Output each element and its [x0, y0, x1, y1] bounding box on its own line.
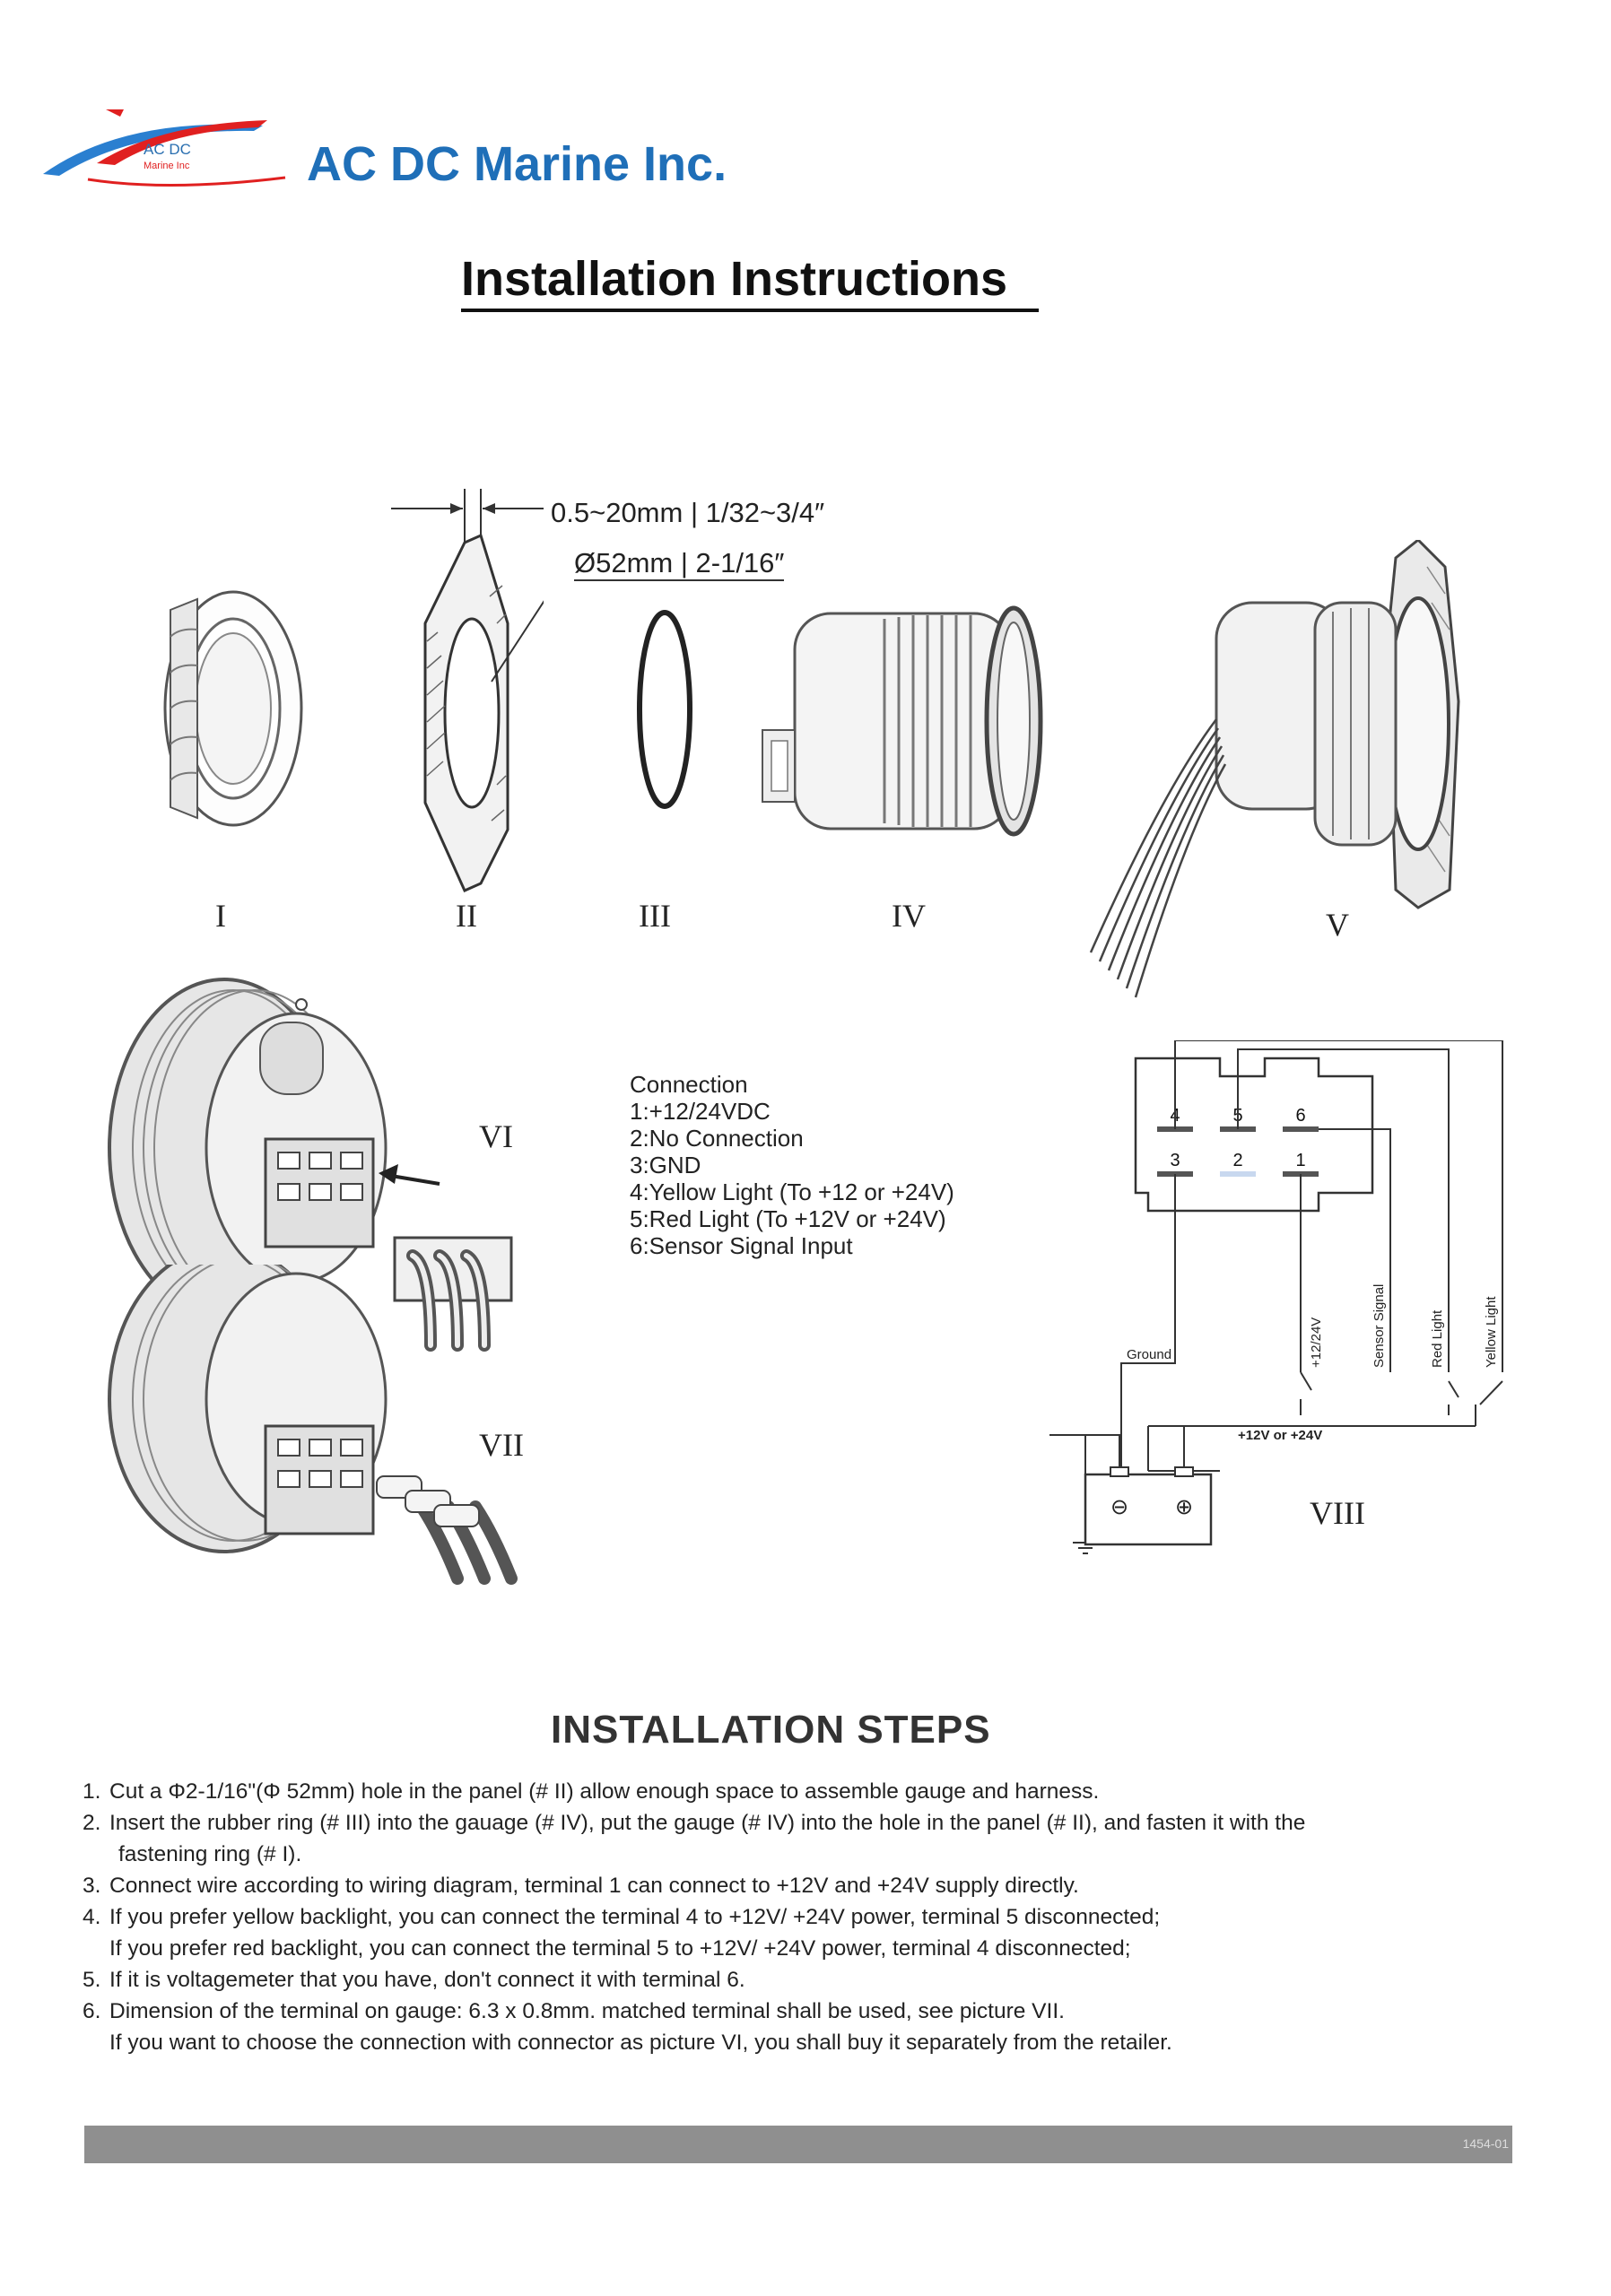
step-item: 4. If you prefer yellow backlight, you c…	[83, 1901, 1554, 1964]
step-text: If you want to choose the connection wit…	[109, 2031, 1172, 2055]
step-number: 3.	[83, 1874, 101, 1898]
connection-title: Connection	[630, 1071, 748, 1098]
pin-2-label: 2	[1232, 1151, 1242, 1170]
step-text: If it is voltagemeter that you have, don…	[109, 1968, 745, 1992]
part-label-iv: IV	[892, 898, 926, 934]
fastening-ring-illustration	[163, 590, 303, 827]
connection-item: 1:+12/24VDC	[630, 1098, 771, 1125]
step-text: Dimension of the terminal on gauge: 6.3 …	[109, 1999, 1065, 2023]
wiring-diagram: 4 5 6 3 2 1 ⊖ ⊕ Ground +12V or +24V +12/…	[1049, 1040, 1503, 1554]
connection-item: 2:No Connection	[630, 1125, 804, 1152]
company-logo: AC DC Marine Inc	[43, 109, 286, 187]
part-label-vi: VI	[479, 1118, 513, 1154]
step-item: 6. Dimension of the terminal on gauge: 6…	[83, 1996, 1554, 2058]
step-number: 6.	[83, 1999, 101, 2023]
part-label-iii: III	[639, 898, 671, 934]
steps-heading: INSTALLATION STEPS	[551, 1708, 991, 1752]
battery-positive-icon: ⊕	[1175, 1495, 1193, 1519]
part-label-viii: VIII	[1310, 1495, 1365, 1531]
document-code: 1454-01	[1462, 2136, 1509, 2151]
battery-negative-icon: ⊖	[1110, 1495, 1128, 1519]
part-label-i: I	[215, 898, 226, 934]
panel-thickness-dimension: 0.5~20mm | 1/32~3/4″	[551, 497, 825, 528]
red-light-label: Red Light	[1430, 1309, 1445, 1368]
sensor-label: Sensor Signal	[1372, 1284, 1387, 1368]
step-text: fastening ring (# I).	[118, 1842, 302, 1866]
company-name: AC DC Marine Inc.	[307, 137, 727, 191]
step-item: 3. Connect wire according to wiring diag…	[83, 1870, 1554, 1901]
pin-6-label: 6	[1295, 1106, 1305, 1126]
step-text: Connect wire according to wiring diagram…	[109, 1874, 1079, 1898]
ground-label: Ground	[1127, 1347, 1171, 1362]
assembled-gauge-illustration	[1089, 540, 1460, 998]
step-number: 4.	[83, 1905, 101, 1929]
yellow-light-label: Yellow Light	[1484, 1296, 1499, 1368]
connection-item: 3:GND	[630, 1152, 701, 1178]
part-label-v: V	[1326, 907, 1349, 943]
supply-label: +12/24V	[1309, 1318, 1324, 1368]
step-number: 1.	[83, 1779, 101, 1804]
step-text: If you prefer red backlight, you can con…	[109, 1936, 1131, 1961]
logo-text-top: AC DC	[144, 141, 191, 158]
connection-legend: Connection 1:+12/24VDC 2:No Connection 3…	[630, 1071, 954, 1259]
step-text: If you prefer yellow backlight, you can …	[109, 1905, 1161, 1929]
page-title: Installation Instructions	[461, 251, 1039, 312]
pin-3-label: 3	[1170, 1151, 1180, 1170]
connector-gauge-illustration	[108, 978, 513, 1352]
bus-label: +12V or +24V	[1238, 1428, 1322, 1443]
panel-illustration	[391, 489, 544, 892]
gauge-illustration	[762, 605, 1043, 837]
hole-diameter-dimension: Ø52mm | 2-1/16″	[574, 547, 785, 581]
footer-bar: 1454-01	[84, 2126, 1512, 2163]
rubber-ring-illustration	[637, 610, 692, 809]
connection-item: 5:Red Light (To +12V or +24V)	[630, 1205, 946, 1232]
part-label-ii: II	[456, 898, 477, 934]
connection-item: 4:Yellow Light (To +12 or +24V)	[630, 1178, 954, 1205]
step-item: 5. If it is voltagemeter that you have, …	[83, 1964, 1554, 1996]
pin-1-label: 1	[1295, 1151, 1305, 1170]
step-number: 5.	[83, 1968, 101, 1992]
steps-list: 1. Cut a Φ2-1/16"(Φ 52mm) hole in the pa…	[83, 1776, 1554, 2058]
step-number: 2.	[83, 1811, 101, 1835]
step-item: 1. Cut a Φ2-1/16"(Φ 52mm) hole in the pa…	[83, 1776, 1554, 1807]
step-text: Insert the rubber ring (# III) into the …	[109, 1811, 1306, 1835]
logo-text-bottom: Marine Inc	[144, 161, 190, 171]
connection-item: 6:Sensor Signal Input	[630, 1232, 853, 1259]
terminal-gauge-illustration	[108, 1265, 518, 1585]
step-item: 2. Insert the rubber ring (# III) into t…	[83, 1807, 1554, 1870]
step-text: Cut a Φ2-1/16"(Φ 52mm) hole in the panel…	[109, 1779, 1100, 1804]
part-label-vii: VII	[479, 1427, 524, 1463]
